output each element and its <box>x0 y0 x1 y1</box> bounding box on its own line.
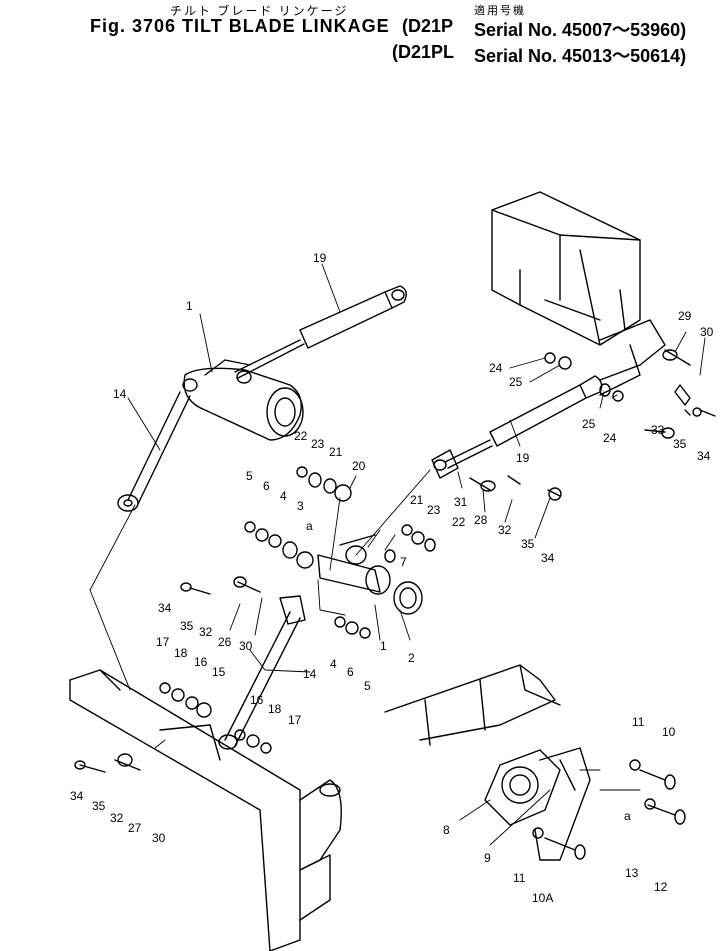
callout-29: 29 <box>678 309 692 323</box>
dozer-blade <box>69 669 342 951</box>
callout-34-right: 34 <box>697 449 711 463</box>
figure-title-japanese: チルト ブレード リンケージ <box>170 4 349 18</box>
callout-1-lower: 1 <box>380 639 387 653</box>
callout-32-bottom: 32 <box>110 811 124 825</box>
callout-9: 9 <box>484 851 491 865</box>
mounting-bracket <box>484 747 591 861</box>
callout-28: 28 <box>474 513 488 527</box>
callout-4-lower: 4 <box>330 657 337 671</box>
figure-title: Fig. 3706 TILT BLADE LINKAGE <box>90 16 390 36</box>
callout-3: 3 <box>297 499 304 513</box>
callout-17-left: 17 <box>156 635 170 649</box>
tilt-cylinder-main <box>234 285 407 379</box>
callout-25-upper: 25 <box>509 375 523 389</box>
callout-2: 2 <box>408 651 415 665</box>
pivot-shaft <box>317 534 423 615</box>
callout-34-left: 34 <box>158 601 172 615</box>
callout-7: 7 <box>400 555 407 569</box>
callout-10: 10 <box>662 725 676 739</box>
callout-25-lower: 25 <box>582 417 596 431</box>
callout-19-lower: 19 <box>516 451 530 465</box>
callout-13: 13 <box>625 866 639 880</box>
callout-12: 12 <box>654 880 668 894</box>
callout-a-lower: a <box>624 809 631 823</box>
callout-22-right: 22 <box>452 515 466 529</box>
callout-35-middle: 35 <box>521 537 535 551</box>
callout-17-right: 17 <box>288 713 302 727</box>
callout-34-bottom: 34 <box>70 789 84 803</box>
callout-18-left: 18 <box>174 646 188 660</box>
frame-lower <box>384 664 561 746</box>
callout-32-right: 32 <box>498 523 512 537</box>
callout-35-right: 35 <box>673 437 687 451</box>
callout-24-upper: 24 <box>489 361 503 375</box>
callout-5-upper: 5 <box>246 469 253 483</box>
callout-16-right: 16 <box>250 693 264 707</box>
callout-11-upper: 11 <box>632 715 645 729</box>
callout-26: 26 <box>218 635 232 649</box>
callout-35-bottom: 35 <box>92 799 106 813</box>
callout-6-upper: 6 <box>263 479 270 493</box>
callout-8: 8 <box>443 823 450 837</box>
callout-24-lower: 24 <box>603 431 617 445</box>
callout-23-right: 23 <box>427 503 441 517</box>
leader-lines <box>89 263 706 846</box>
callout-14-upper: 14 <box>113 387 127 401</box>
callout-labels: 1 19 14 22 23 21 20 5 6 4 3 a 7 1 2 4 6 … <box>70 251 714 905</box>
callout-16-left: 16 <box>194 655 208 669</box>
callout-19-upper: 19 <box>313 251 327 265</box>
callout-30-bottom: 30 <box>152 831 166 845</box>
model-d21pl: (D21PL <box>392 42 455 62</box>
model-d21p: (D21P <box>402 16 454 36</box>
callout-23-left: 23 <box>311 437 325 451</box>
callout-30-right: 30 <box>700 325 714 339</box>
callout-5-lower: 5 <box>364 679 371 693</box>
callout-18-right: 18 <box>268 702 282 716</box>
serial-range-d21pl: Serial No. 45013～50614) <box>474 46 687 66</box>
callout-11-lower: 11 <box>513 871 526 885</box>
callout-21-right: 21 <box>410 493 424 507</box>
callout-33: 33 <box>651 423 665 437</box>
frame-bracket <box>491 191 666 396</box>
callout-a-upper: a <box>306 519 313 533</box>
small-hardware <box>74 349 716 860</box>
serial-heading-japanese: 適用号機 <box>474 5 526 17</box>
callout-21-left: 21 <box>329 445 343 459</box>
callout-35-left: 35 <box>180 619 194 633</box>
callout-31: 31 <box>454 495 468 509</box>
callout-30-left: 30 <box>239 639 253 653</box>
callout-27: 27 <box>128 821 142 835</box>
callout-20: 20 <box>352 459 366 473</box>
figure-header: チルト ブレード リンケージ Fig. 3706 TILT BLADE LINK… <box>0 0 728 70</box>
callout-4-upper: 4 <box>280 489 287 503</box>
callout-22-left: 22 <box>294 429 308 443</box>
callout-34-middle: 34 <box>541 551 555 565</box>
tilt-lever-assembly <box>182 359 304 441</box>
callout-14-lower: 14 <box>303 667 317 681</box>
callout-15: 15 <box>212 665 226 679</box>
serial-range-d21p: Serial No. 45007～53960) <box>474 20 687 40</box>
callout-32-left: 32 <box>199 625 213 639</box>
link-rod-lower <box>218 595 306 750</box>
link-rod-upper <box>117 391 191 512</box>
callout-6-lower: 6 <box>347 665 354 679</box>
callout-1-upper: 1 <box>186 299 193 313</box>
callout-10a: 10A <box>532 891 553 905</box>
